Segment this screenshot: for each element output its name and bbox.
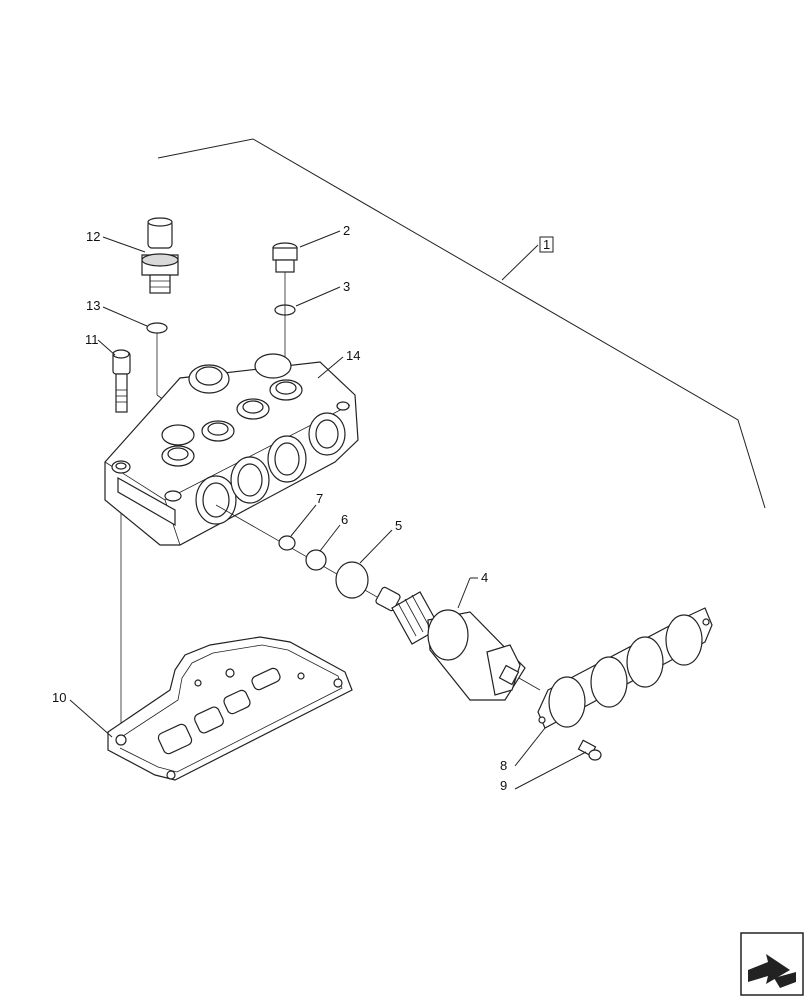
base-plate-part [107,636,353,781]
next-page-arrow-icon[interactable] [740,932,804,996]
callout-1: 1 [543,237,550,252]
leader-4 [457,577,471,609]
leader-13 [102,306,148,327]
assembly-bracket-line [157,138,766,509]
leader-9 [514,751,587,790]
leader-11 [97,339,116,356]
callout-13: 13 [86,298,100,313]
callout-9: 9 [500,778,507,793]
pressure-switch-part [141,217,179,294]
callout-1-box [539,236,554,253]
seal-6 [305,549,327,571]
leader-12 [102,236,146,253]
callout-4: 4 [481,570,488,585]
callout-7: 7 [316,491,323,506]
leader-5 [359,529,393,564]
gasket-part [537,607,713,729]
callout-5: 5 [395,518,402,533]
callout-8: 8 [500,758,507,773]
cap-screw-part [112,349,131,413]
seal-5 [335,561,369,599]
callout-11: 11 [85,332,99,347]
callout-6: 6 [341,512,348,527]
o-ring-13 [146,322,168,334]
seal-7 [278,535,296,551]
leader-3 [295,286,341,307]
valve-block-part [104,353,359,546]
leader-8 [514,727,546,767]
callout-3: 3 [343,279,350,294]
callout-14: 14 [346,348,360,363]
plug-part [272,242,298,273]
callout-12: 12 [86,229,100,244]
callout-10: 10 [52,690,66,705]
solenoid-valve-part [375,586,526,701]
leader-14 [317,356,344,379]
leader-7 [290,504,317,537]
leader-1 [501,244,539,281]
callout-2: 2 [343,223,350,238]
leader-10 [69,699,113,738]
small-screw-part [577,739,602,761]
leader-6 [319,524,341,552]
leader-2 [299,230,341,248]
